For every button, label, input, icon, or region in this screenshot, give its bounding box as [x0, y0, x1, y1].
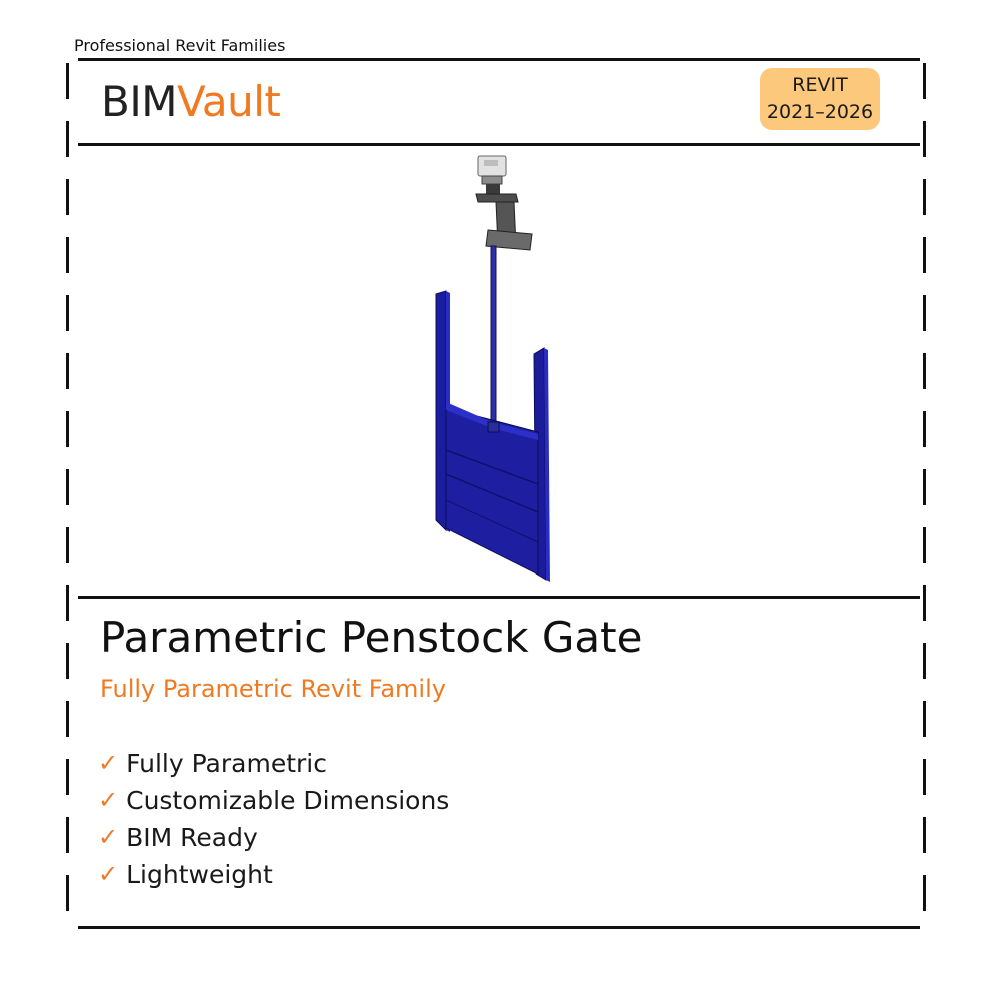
- check-icon: ✓: [98, 860, 119, 888]
- badge-line1: REVIT: [792, 74, 848, 96]
- badge-line2: 2021–2026: [766, 101, 874, 123]
- feature-label: Customizable Dimensions: [126, 786, 450, 815]
- revit-version-badge: REVIT 2021–2026: [760, 68, 880, 130]
- feature-label: Fully Parametric: [126, 749, 327, 778]
- header-top-rule: [78, 58, 920, 61]
- brand-logo-part1: BIM: [101, 77, 177, 126]
- frame-right-dashes: [923, 63, 926, 930]
- info-top-rule: [78, 596, 920, 599]
- list-item: ✓BIM Ready: [98, 819, 449, 856]
- tagline: Professional Revit Families: [74, 36, 286, 55]
- brand-logo-part2: Vault: [176, 77, 281, 126]
- check-icon: ✓: [98, 823, 119, 851]
- penstock-gate-illustration: [400, 150, 600, 590]
- product-subtitle: Fully Parametric Revit Family: [100, 675, 446, 703]
- penstock-gate-icon: [435, 155, 550, 582]
- feature-label: Lightweight: [126, 860, 273, 889]
- footer-rule: [78, 926, 920, 929]
- feature-list: ✓Fully Parametric ✓Customizable Dimensio…: [98, 745, 449, 893]
- brand-logo: BIMVault: [101, 77, 281, 126]
- list-item: ✓Customizable Dimensions: [98, 782, 449, 819]
- feature-label: BIM Ready: [126, 823, 258, 852]
- header-bottom-rule: [78, 143, 920, 146]
- product-title: Parametric Penstock Gate: [100, 613, 643, 662]
- check-icon: ✓: [98, 749, 119, 777]
- frame-left-dashes: [66, 63, 69, 930]
- check-icon: ✓: [98, 786, 119, 814]
- list-item: ✓Lightweight: [98, 856, 449, 893]
- list-item: ✓Fully Parametric: [98, 745, 449, 782]
